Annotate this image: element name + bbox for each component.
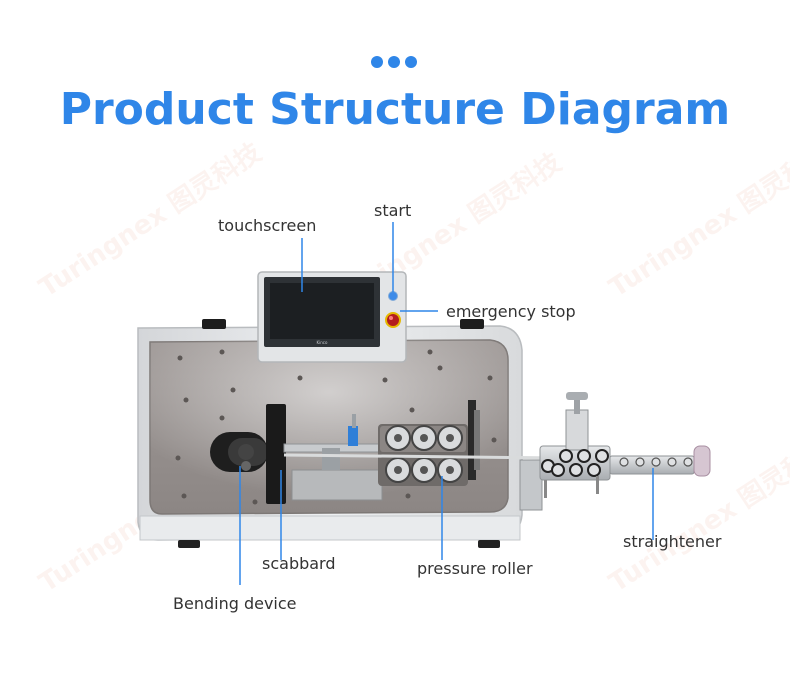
label-straightener: straightener <box>623 532 722 551</box>
dot <box>371 56 383 68</box>
label-start: start <box>374 201 412 220</box>
touchscreen-unit: Kinco <box>257 271 407 363</box>
screen-brand: Kinco <box>317 340 328 345</box>
dot <box>405 56 417 68</box>
label-bending-device: Bending device <box>173 594 297 613</box>
straightener <box>519 392 711 511</box>
label-pressure-roller: pressure roller <box>417 559 533 578</box>
label-touchscreen: touchscreen <box>218 216 317 235</box>
wire <box>283 453 561 460</box>
label-scabbard: scabbard <box>262 554 336 573</box>
dot <box>388 56 400 68</box>
label-emergency-stop: emergency stop <box>446 302 576 321</box>
callout-lines <box>239 222 654 585</box>
decorative-dots <box>371 56 417 68</box>
pressure-roller <box>378 400 480 486</box>
page-title: Product Structure Diagram <box>59 84 731 135</box>
